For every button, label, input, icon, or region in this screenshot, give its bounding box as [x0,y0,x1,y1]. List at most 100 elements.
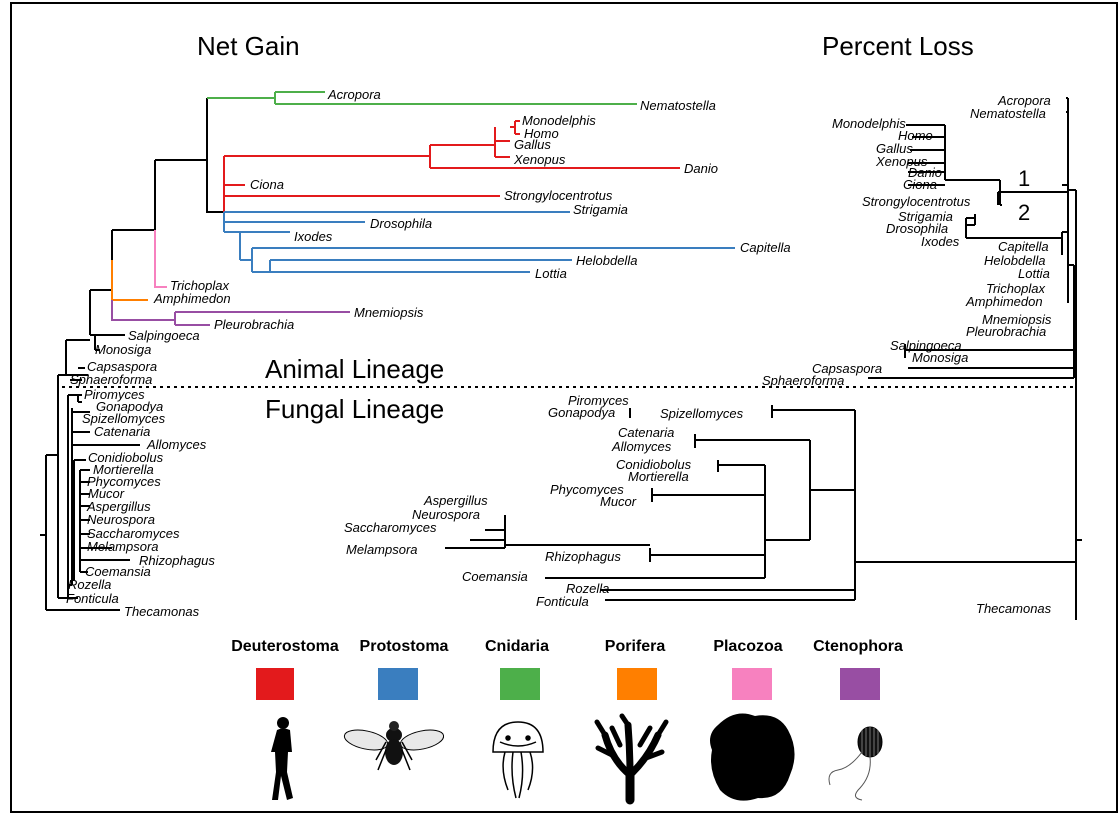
loss-label-monosiga: Monosiga [912,350,968,365]
loss-label-rozella: Rozella [566,581,609,596]
legend-swatch-placozoa [732,668,772,700]
legend-swatch-ctenophora [840,668,880,700]
loss-label-catenaria: Catenaria [618,425,674,440]
gain-label-saccharomyces: Saccharomyces [87,526,180,541]
gain-label-pleurobrachia: Pleurobrachia [214,317,294,332]
loss-label-sphaeroforma: Sphaeroforma [762,373,844,388]
loss-label-rhizophagus: Rhizophagus [545,549,621,564]
loss-label-coemansia: Coemansia [462,569,528,584]
loss-label-strongylocentrotus: Strongylocentrotus [862,194,971,209]
loss-label-phycomyces: Phycomyces [550,482,624,497]
loss-label-mortierella: Mortierella [628,469,689,484]
loss-label-allomyces: Allomyces [611,439,672,454]
gain-label-monodelphis: Monodelphis [522,113,596,128]
loss-label-aspergillus: Aspergillus [423,493,488,508]
net-gain-labels: Acropora Nematostella Monodelphis Homo G… [66,87,791,619]
loss-label-xenopus: Xenopus [875,154,928,169]
comb-jelly-icon [828,726,883,801]
net-gain-tree [40,91,735,611]
loss-label-danio: Danio [908,165,942,180]
gain-label-piromyces: Piromyces [84,387,145,402]
loss-label-drosophila: Drosophila [886,221,948,236]
loss-label-ixodes: Ixodes [921,234,960,249]
loss-label-mnemiopsis: Mnemiopsis [982,312,1052,327]
loss-label-acropora: Acropora [997,93,1051,108]
legend-label-deuterostoma: Deuterostoma [231,638,339,655]
loss-label-lottia: Lottia [1018,266,1050,281]
legend-swatch-protostoma [378,668,418,700]
gain-label-sphaeroforma: Sphaeroforma [70,372,152,387]
loss-label-gallus: Gallus [876,141,913,156]
clade-legend: Deuterostoma Protostoma Cnidaria Porifer… [231,638,903,700]
gain-label-conidiobolus: Conidiobolus [88,450,164,465]
legend-item-protostoma: Protostoma [360,638,449,700]
gain-label-ixodes: Ixodes [294,229,333,244]
gain-label-phycomyces: Phycomyces [87,474,161,489]
gain-label-fonticula: Fonticula [66,591,119,606]
loss-label-neurospora: Neurospora [412,507,480,522]
loss-label-nematostella: Nematostella [970,106,1046,121]
loss-label-pleurobrachia: Pleurobrachia [966,324,1046,339]
fly-icon [343,721,445,771]
loss-label-monodelphis: Monodelphis [832,116,906,131]
loss-label-capsaspora: Capsaspora [812,361,882,376]
percent-loss-title: Percent Loss [822,31,974,61]
gain-label-acropora: Acropora [327,87,381,102]
legend-label-porifera: Porifera [605,638,666,655]
gain-label-trichoplax: Trichoplax [170,278,230,293]
placozoa-blob-icon [710,713,795,801]
legend-label-cnidaria: Cnidaria [485,638,549,655]
gain-label-lottia: Lottia [535,266,567,281]
loss-label-capitella: Capitella [998,239,1049,254]
gain-label-spizellomyces: Spizellomyces [82,411,166,426]
legend-swatch-deuterostoma [256,668,294,700]
gain-label-mucor: Mucor [88,486,125,501]
percent-loss-labels: Acropora Nematostella Monodelphis Homo G… [344,93,1052,616]
legend-item-porifera: Porifera [605,638,666,700]
legend-item-ctenophora: Ctenophora [813,638,903,700]
gain-label-mortierella: Mortierella [93,462,154,477]
loss-label-saccharomyces: Saccharomyces [344,520,437,535]
loss-label-strigamia: Strigamia [898,209,953,224]
percent-loss-tree [445,97,1082,620]
loss-label-trichoplax: Trichoplax [986,281,1046,296]
gain-label-amphimedon: Amphimedon [153,291,231,306]
gain-label-coemansia: Coemansia [85,564,151,579]
loss-label-ciona: Ciona [903,177,937,192]
gain-label-strigamia: Strigamia [573,202,628,217]
gain-label-rhizophagus: Rhizophagus [139,553,215,568]
gain-label-allomyces: Allomyces [146,437,207,452]
legend-item-cnidaria: Cnidaria [485,638,549,700]
loss-label-spizellomyces: Spizellomyces [660,406,744,421]
gain-label-neurospora: Neurospora [87,512,155,527]
gain-label-danio: Danio [684,161,718,176]
loss-label-melampsora: Melampsora [346,542,418,557]
gain-label-drosophila: Drosophila [370,216,432,231]
legend-label-protostoma: Protostoma [360,638,449,655]
loss-label-thecamonas: Thecamonas [976,601,1052,616]
gain-label-melampsora: Melampsora [87,539,159,554]
gain-label-helobdella: Helobdella [576,253,637,268]
legend-label-placozoa: Placozoa [713,638,782,655]
gain-label-homo: Homo [524,126,559,141]
animal-lineage-label: Animal Lineage [265,354,444,384]
loss-label-conidiobolus: Conidiobolus [616,457,692,472]
loss-label-piromyces: Piromyces [568,393,629,408]
gain-label-monosiga: Monosiga [95,342,151,357]
sponge-icon [594,713,669,805]
gain-label-ciona: Ciona [250,177,284,192]
loss-label-helobdella: Helobdella [984,253,1045,268]
loss-marker-2: 2 [1018,200,1030,225]
gain-label-gallus: Gallus [514,137,551,152]
gain-label-nematostella: Nematostella [640,98,716,113]
legend-swatch-cnidaria [500,668,540,700]
gain-label-gonapodya: Gonapodya [96,399,163,414]
loss-label-salpingoeca: Salpingoeca [890,338,962,353]
gain-label-xenopus: Xenopus [513,152,566,167]
gain-label-capitella: Capitella [740,240,791,255]
legend-item-placozoa: Placozoa [713,638,783,700]
gain-label-salpingoeca: Salpingoeca [128,328,200,343]
gain-label-thecamonas: Thecamonas [124,604,200,619]
legend-label-ctenophora: Ctenophora [813,638,903,655]
